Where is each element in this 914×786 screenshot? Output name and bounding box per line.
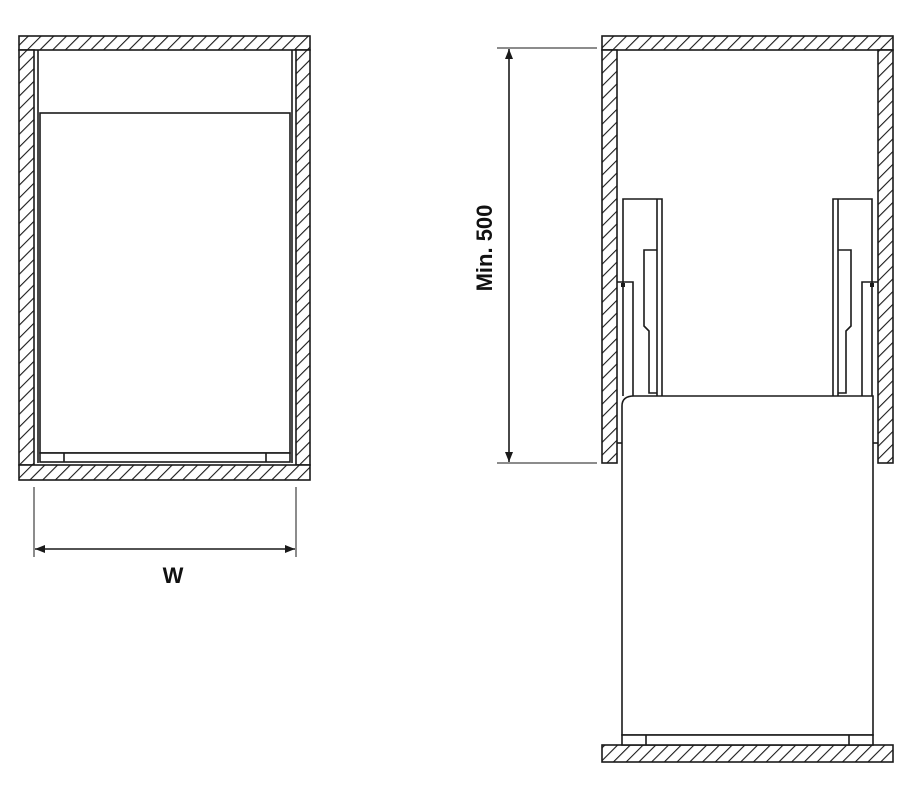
left-side-panel <box>601 49 618 464</box>
width-dimension: W <box>33 487 297 588</box>
top-panel <box>18 35 311 51</box>
top-panel <box>601 35 894 51</box>
left-side-panel <box>18 49 35 466</box>
right-side-panel <box>877 49 894 464</box>
bottom-panel <box>18 464 311 481</box>
width-label: W <box>163 563 184 588</box>
right-slide-runner <box>832 198 878 396</box>
left-slide-runner <box>617 198 663 396</box>
bottom-panel <box>601 744 894 763</box>
right-side-panel <box>295 49 311 466</box>
basket-runner <box>621 734 874 746</box>
pulled-out-basket <box>621 395 874 736</box>
basket-runner <box>39 452 291 463</box>
depth-dimension: Min. 500 <box>472 47 597 464</box>
right-view-cabinet <box>601 35 894 763</box>
pull-out-basket <box>39 112 291 454</box>
min-depth-label: Min. 500 <box>472 205 497 292</box>
left-view-cabinet <box>18 35 311 481</box>
